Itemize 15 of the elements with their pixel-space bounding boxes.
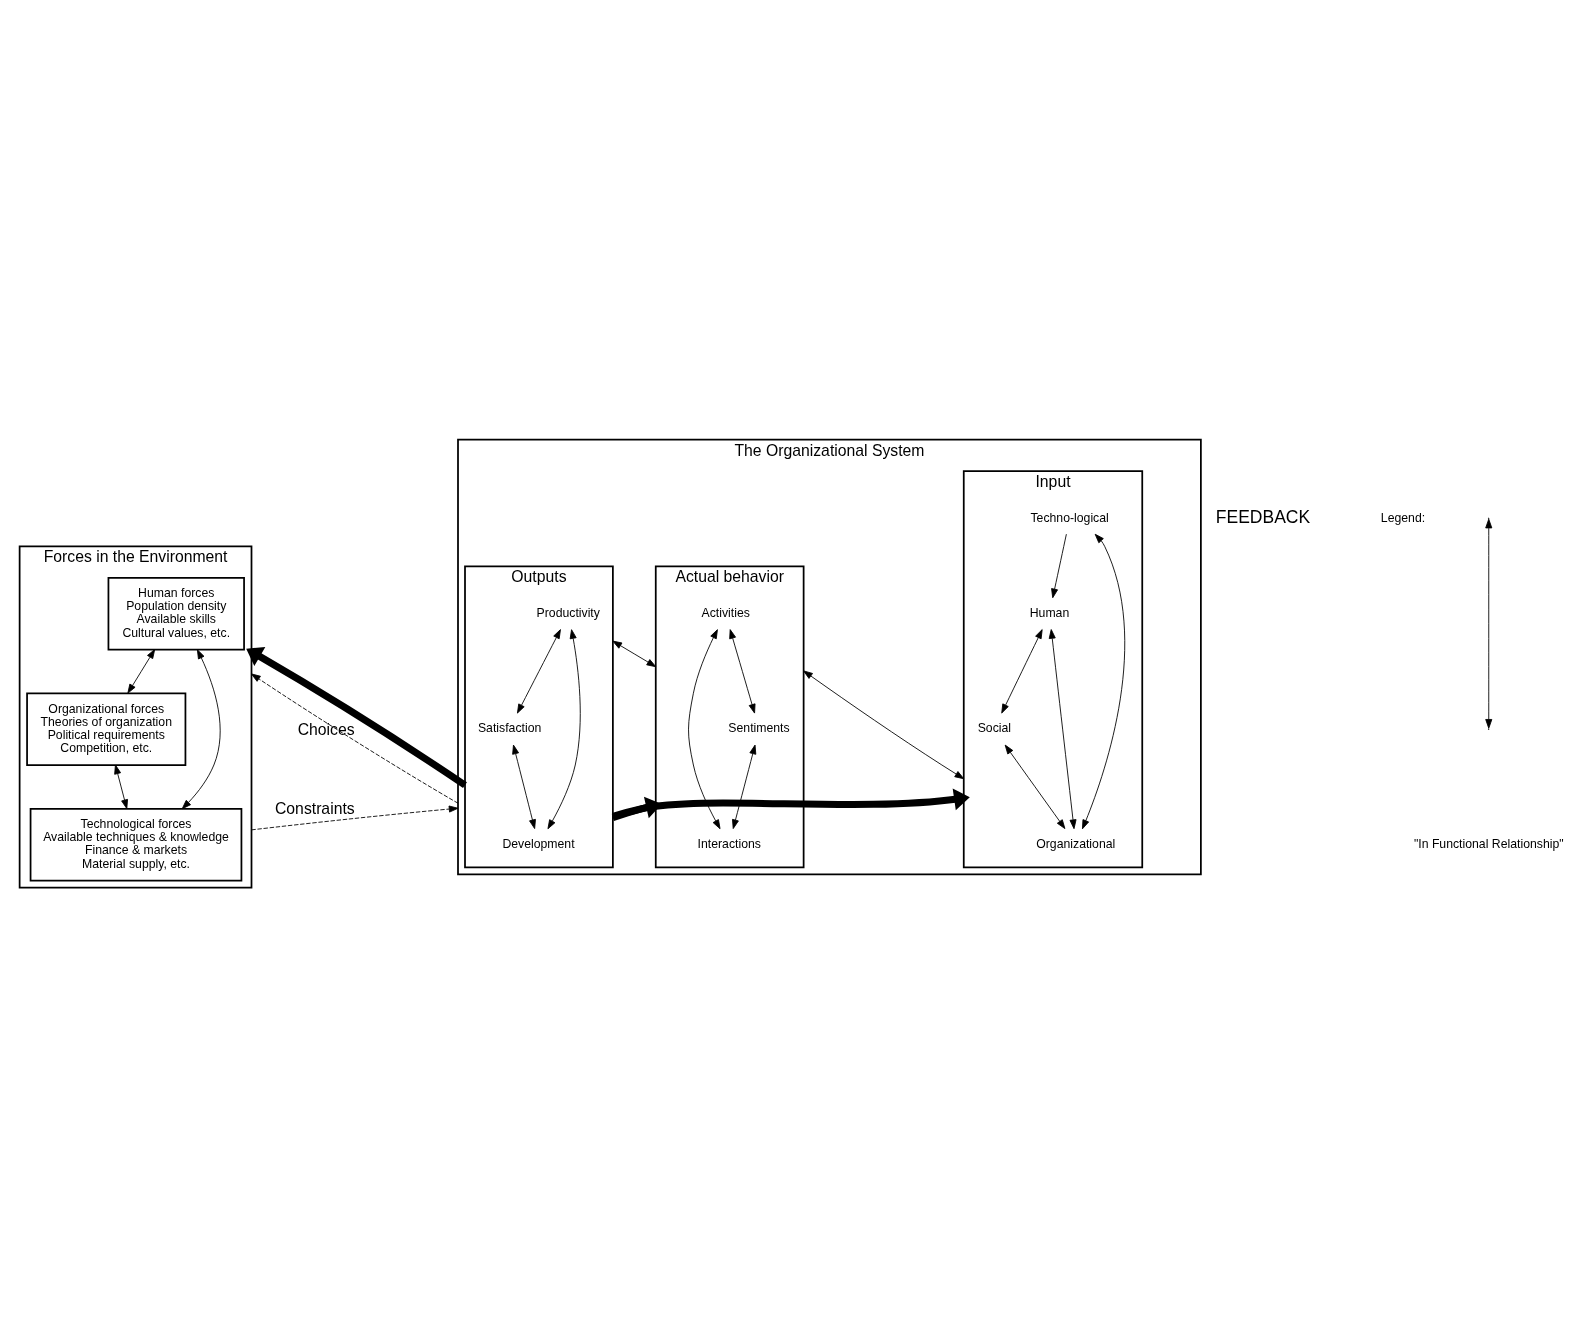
legend-label: "In Functional Relationship" (1413, 836, 1564, 851)
node-text: Activities (701, 605, 750, 620)
node-text: Human (1029, 605, 1070, 620)
node-text: Productivity (536, 605, 600, 620)
node-text: Sentiments (728, 721, 790, 736)
node-text: Social (977, 721, 1012, 736)
node-text: Interactions (697, 836, 761, 851)
node-text: Organizational (1036, 836, 1116, 851)
edge-label: Choices (297, 721, 355, 739)
node-text: Techno-logical (1030, 510, 1109, 525)
edge-label: Constraints (275, 799, 355, 817)
label: Legend: (1380, 510, 1426, 525)
node-text: Satisfaction (477, 721, 542, 736)
node-text: Development (502, 836, 575, 851)
label: FEEDBACK (1215, 506, 1311, 527)
